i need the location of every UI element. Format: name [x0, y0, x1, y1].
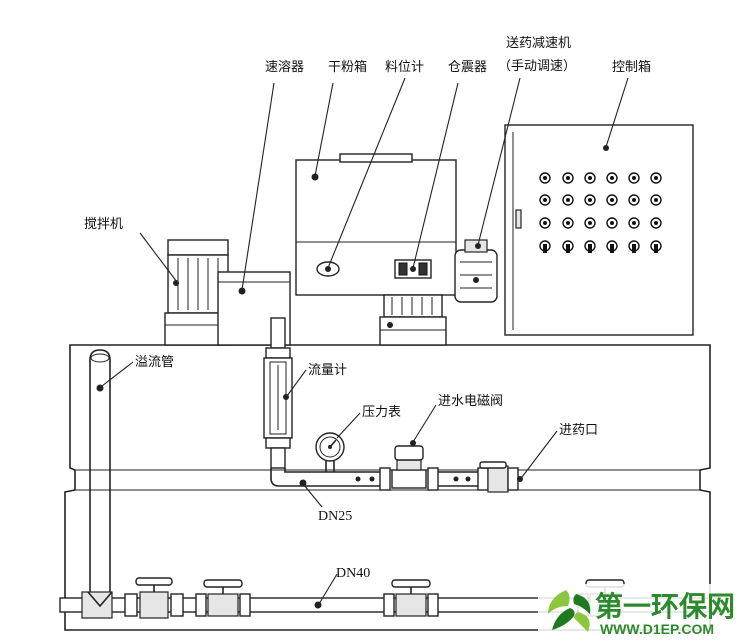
leaf-logo-icon — [548, 590, 591, 632]
pressure-gauge — [315, 432, 345, 472]
valve-2 — [195, 579, 251, 617]
label-dissolver: 速溶器 — [265, 60, 304, 75]
powder-bin — [295, 153, 457, 296]
watermark: 第一环保网 WWW.D1EP.COM — [538, 584, 748, 640]
label-level-gauge: 料位计 — [385, 60, 424, 75]
label-overflow-pipe: 溢流管 — [135, 355, 174, 370]
flowmeter — [263, 317, 293, 469]
overflow-pipe — [89, 349, 111, 598]
valve-3 — [383, 579, 439, 617]
label-feeder-motor: 送药减速机 — [506, 36, 571, 51]
feed-drive — [379, 294, 447, 346]
labels: 速溶器 干粉箱 料位计 仓震器 送药减速机 （手动调速） 控制箱 搅拌机 溢流管… — [84, 36, 651, 581]
label-dn40: DN40 — [336, 566, 370, 581]
label-inlet-valve: 进水电磁阀 — [438, 394, 503, 409]
control-panel-buttons — [539, 172, 662, 253]
label-pressure-gauge: 压力表 — [362, 405, 401, 420]
label-powder-bin: 干粉箱 — [328, 59, 367, 75]
label-dn25: DN25 — [318, 509, 352, 524]
control-box — [504, 124, 694, 336]
watermark-title: 第一环保网 — [595, 590, 735, 623]
label-flowmeter: 流量计 — [308, 363, 347, 378]
label-bin-vibrator: 仓震器 — [448, 60, 487, 75]
label-feeder-motor-note: （手动调速） — [498, 59, 576, 74]
watermark-url: WWW.D1EP.COM — [600, 621, 714, 637]
label-dosing-inlet: 进药口 — [559, 423, 598, 438]
feeder-gear-motor — [454, 239, 498, 303]
valve-1 — [124, 577, 184, 619]
leader-lines — [101, 77, 629, 605]
label-control-box: 控制箱 — [612, 59, 651, 75]
inlet-solenoid-valve — [391, 440, 427, 489]
label-mixer: 搅拌机 — [84, 216, 123, 232]
inlet-pipe-dn25 — [270, 461, 523, 493]
